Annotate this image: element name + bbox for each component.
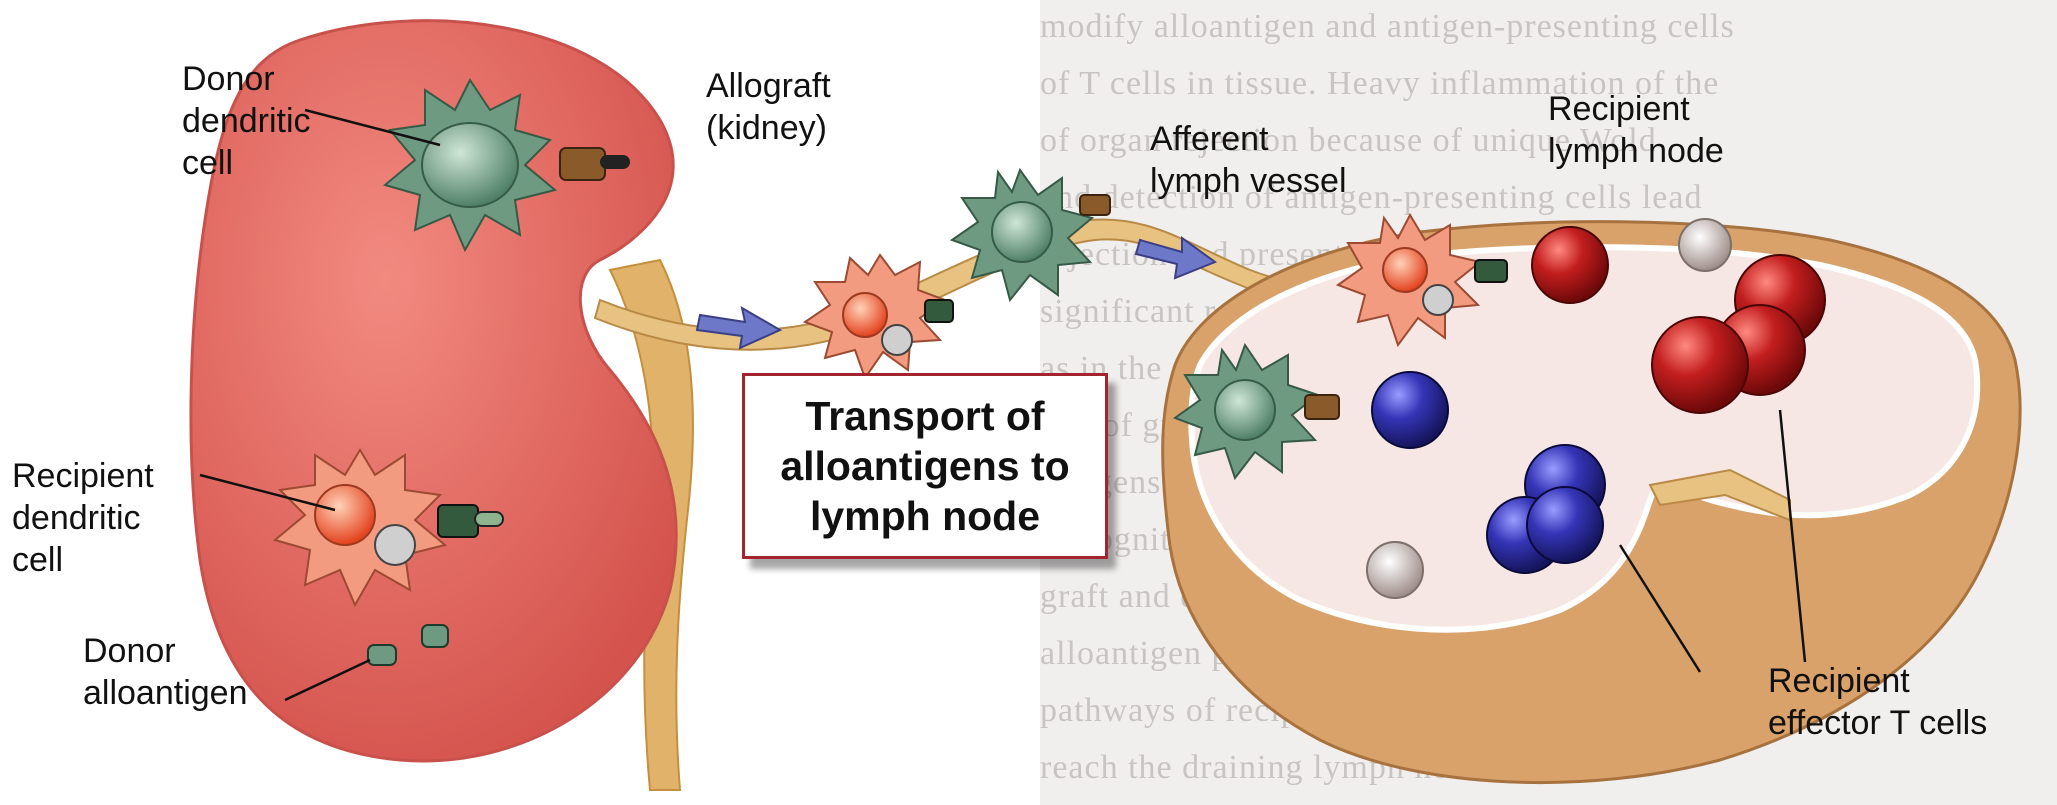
label-recipient-lymph-node: Recipient lymph node (1548, 88, 1724, 172)
t-cell-blue-1 (1372, 372, 1448, 448)
donor-alloantigen-1 (368, 645, 396, 665)
t-cell-red-1 (1532, 227, 1608, 303)
label-donor-dendritic-cell: Donor dendritic cell (182, 58, 311, 184)
gray-cell-2 (1367, 542, 1423, 598)
t-cell-red-4 (1652, 317, 1748, 413)
label-recipient-effector-t-cells: Recipient effector T cells (1768, 660, 1987, 744)
label-donor-alloantigen: Donor alloantigen (83, 630, 247, 714)
title-box: Transport of alloantigens to lymph node (742, 373, 1108, 559)
t-cell-blue-4 (1527, 487, 1603, 563)
label-allograft: Allograft (kidney) (706, 65, 831, 149)
migrating-recipient-dendritic-cell (805, 255, 953, 378)
label-afferent-lymph-vessel: Afferent lymph vessel (1150, 118, 1347, 202)
gray-cell-1 (1679, 219, 1731, 271)
donor-alloantigen-2 (422, 625, 448, 647)
diagram-title: Transport of alloantigens to lymph node (780, 391, 1069, 541)
label-recipient-dendritic-cell: Recipient dendritic cell (12, 455, 154, 581)
